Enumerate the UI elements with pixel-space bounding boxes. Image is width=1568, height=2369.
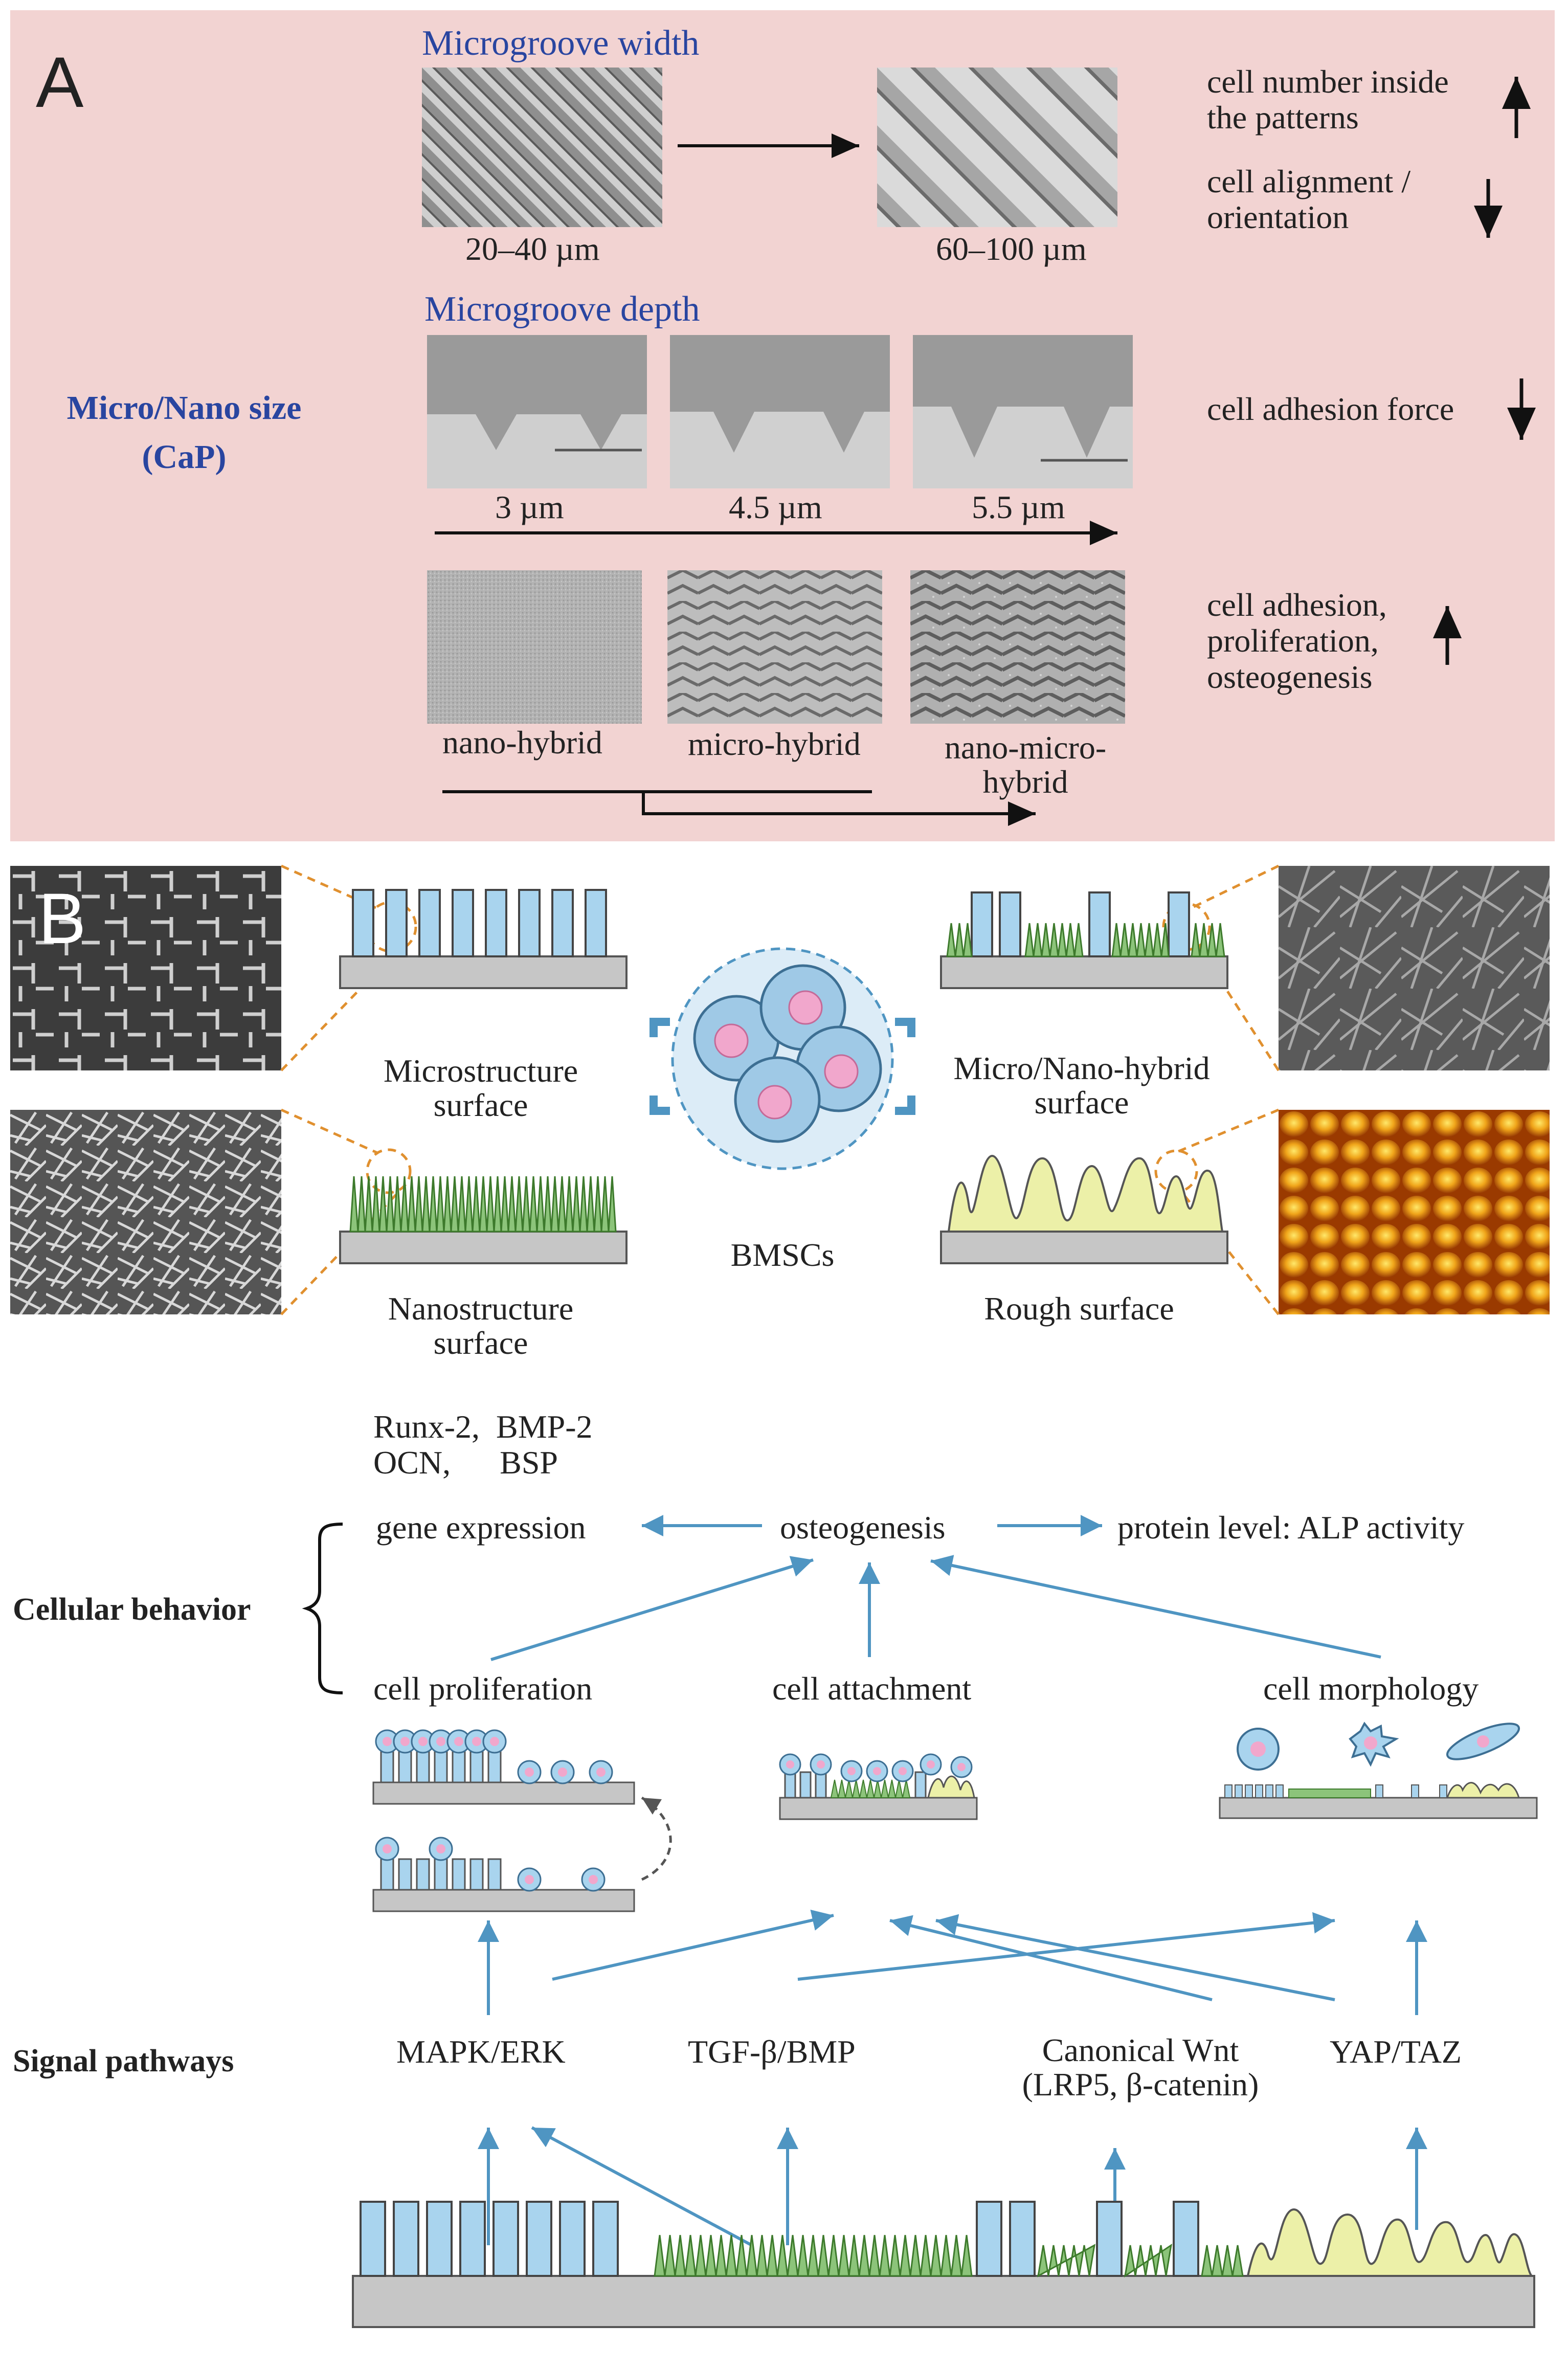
effect-2-line1: cell alignment / bbox=[1207, 163, 1411, 199]
micro-nano-hybrid-surface-diagram bbox=[940, 891, 1228, 989]
nanostructure-line1: Nanostructure bbox=[388, 1290, 574, 1327]
cell-attachment-label: cell attachment bbox=[772, 1670, 972, 1707]
depth-3um-label: 3 µm bbox=[495, 489, 564, 525]
effect-4-text: cell adhesion, proliferation, osteogenes… bbox=[1207, 587, 1387, 695]
gene-expression-label: gene expression bbox=[376, 1509, 586, 1546]
width-small-label: 20–40 µm bbox=[465, 231, 600, 267]
micro-nano-hybrid-line2: surface bbox=[1034, 1084, 1129, 1121]
microstructure-surface-label: Microstructure surface bbox=[327, 1053, 634, 1124]
micro-nano-hybrid-sem-image bbox=[1279, 866, 1550, 1070]
effect-4-line1: cell adhesion, bbox=[1207, 587, 1387, 623]
microgroove-narrow-image bbox=[422, 68, 662, 227]
arrow-nano-to-mapk bbox=[531, 2126, 753, 2247]
panel-a-arrows bbox=[435, 77, 1536, 826]
panel-b-pathway-diagram bbox=[302, 1515, 1538, 2328]
cellular-behavior-label: Cellular behavior bbox=[13, 1592, 251, 1627]
signal-pathways-label: Signal pathways bbox=[13, 2044, 234, 2079]
effect-1-line2: the patterns bbox=[1207, 99, 1359, 136]
canonical-wnt-line1: Canonical Wnt bbox=[1042, 2032, 1239, 2068]
microgroove-width-title: Microgroove width bbox=[422, 24, 700, 63]
nanostructure-surface-diagram bbox=[339, 1176, 628, 1264]
nano-micro-hybrid-label: nano-micro- hybrid bbox=[918, 730, 1133, 799]
left-label-line2: (CaP) bbox=[142, 438, 227, 476]
bmscs-label: BMSCs bbox=[730, 1237, 835, 1273]
effect-4-line3: osteogenesis bbox=[1207, 658, 1373, 695]
left-label-line1: Micro/Nano size bbox=[66, 389, 302, 427]
arrow-wnt-to-attachment bbox=[889, 1915, 1213, 2001]
combined-surface-diagram bbox=[352, 2201, 1535, 2328]
effect-1-text: cell number inside the patterns bbox=[1207, 63, 1449, 136]
microstructure-line1: Microstructure bbox=[383, 1053, 578, 1089]
nano-micro-hybrid-image bbox=[910, 570, 1125, 724]
micro-hybrid-image bbox=[667, 570, 882, 724]
yap-taz-label: YAP/TAZ bbox=[1330, 2033, 1462, 2070]
nano-micro-hybrid-line1: nano-micro- bbox=[944, 729, 1107, 766]
tgf-beta-bmp-label: TGF-β/BMP bbox=[688, 2033, 856, 2070]
panel-a-left-label: Micro/Nano size (CaP) bbox=[41, 384, 327, 481]
rough-surface-diagram bbox=[940, 1154, 1228, 1264]
osteogenesis-label: osteogenesis bbox=[780, 1509, 946, 1546]
gene-list: Runx-2, BMP-2 OCN, BSP bbox=[373, 1409, 593, 1481]
rough-surface-label: Rough surface bbox=[984, 1290, 1174, 1327]
effect-4-line2: proliferation, bbox=[1207, 622, 1379, 659]
depth-5-5um-image bbox=[913, 335, 1133, 488]
canonical-wnt-line2: (LRP5, β-catenin) bbox=[1022, 2066, 1259, 2103]
mapk-erk-label: MAPK/ERK bbox=[396, 2033, 566, 2070]
cell-proliferation-illustration bbox=[372, 1729, 672, 1912]
panel-b-letter: B bbox=[38, 878, 86, 958]
effect-3-text: cell adhesion force bbox=[1207, 391, 1454, 427]
microstructure-line2: surface bbox=[433, 1087, 528, 1124]
microgroove-wide-image bbox=[877, 68, 1117, 227]
bmscs-illustration bbox=[671, 947, 894, 1170]
cell-proliferation-label: cell proliferation bbox=[373, 1670, 593, 1707]
depth-4-5um-label: 4.5 µm bbox=[729, 489, 822, 525]
cell-attachment-illustration bbox=[779, 1753, 978, 1820]
gene-list-line2: OCN, BSP bbox=[373, 1444, 558, 1481]
arrow-morphology-to-osteogenesis bbox=[930, 1555, 1381, 1659]
nano-hybrid-image bbox=[427, 570, 642, 724]
depth-3um-image bbox=[427, 335, 647, 488]
hybrid-arrow bbox=[642, 792, 1036, 826]
nanostructure-surface-label: Nanostructure surface bbox=[327, 1291, 634, 1360]
effect-2-text: cell alignment / orientation bbox=[1207, 163, 1411, 236]
panel-b-surfaces bbox=[280, 864, 1280, 1315]
nanostructure-line2: surface bbox=[433, 1325, 528, 1361]
micro-hybrid-label: micro-hybrid bbox=[688, 726, 861, 762]
microgroove-depth-title: Microgroove depth bbox=[424, 289, 700, 329]
arrow-proliferation-to-osteogenesis bbox=[490, 1556, 814, 1661]
canonical-wnt-label: Canonical Wnt (LRP5, β-catenin) bbox=[982, 2033, 1299, 2102]
panel-a: A Micro/Nano size (CaP) Microgroove widt… bbox=[10, 10, 1555, 841]
micro-nano-hybrid-surface-label: Micro/Nano-hybrid surface bbox=[915, 1051, 1248, 1120]
effect-2-line2: orientation bbox=[1207, 199, 1349, 236]
arrow-mapk-to-attachment bbox=[552, 1909, 834, 1981]
gene-list-line1: Runx-2, BMP-2 bbox=[373, 1409, 593, 1445]
arrow-tgf-to-morphology bbox=[797, 1912, 1335, 1981]
microstructure-sem-image bbox=[10, 866, 281, 1070]
cell-morphology-label: cell morphology bbox=[1263, 1670, 1479, 1707]
depth-5-5um-label: 5.5 µm bbox=[972, 489, 1065, 525]
depth-4-5um-image bbox=[670, 335, 890, 488]
cell-morphology-illustration bbox=[1219, 1722, 1538, 1819]
nanostructure-sem-image bbox=[10, 1110, 281, 1314]
panel-a-letter: A bbox=[36, 42, 84, 122]
effect-1-line1: cell number inside bbox=[1207, 63, 1449, 100]
nano-micro-hybrid-line2: hybrid bbox=[982, 764, 1068, 800]
rough-surface-afm-image bbox=[1279, 1110, 1550, 1314]
micro-nano-hybrid-line1: Micro/Nano-hybrid bbox=[953, 1050, 1210, 1086]
microstructure-surface-diagram bbox=[339, 889, 628, 989]
protein-level-label: protein level: ALP activity bbox=[1117, 1509, 1465, 1546]
width-large-label: 60–100 µm bbox=[936, 231, 1087, 267]
arrow-yap-to-attachment bbox=[935, 1914, 1335, 2001]
nano-hybrid-label: nano-hybrid bbox=[442, 724, 602, 761]
cellular-behavior-brace bbox=[302, 1523, 343, 1694]
